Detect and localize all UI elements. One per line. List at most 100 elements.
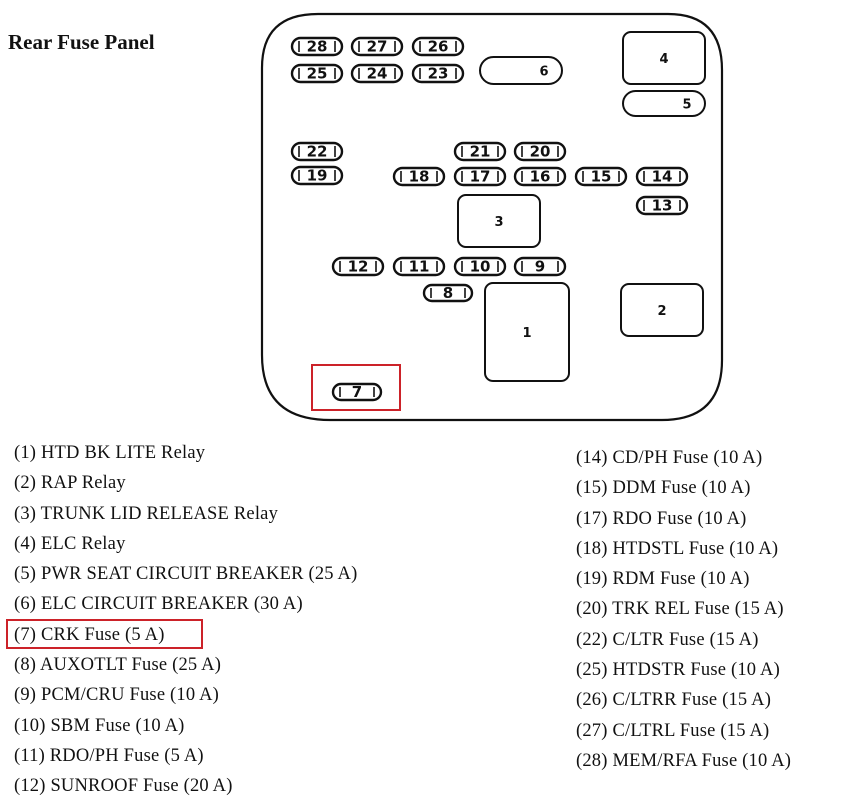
fuse-20-outline (513, 141, 567, 162)
fuse-9: 9 (513, 256, 567, 277)
legend-item-12: (12) SUNROOF Fuse (20 A) (14, 776, 233, 797)
fuse-21: 21 (453, 141, 507, 162)
legend-item-28: (28) MEM/RFA Fuse (10 A) (576, 750, 792, 771)
relay-4-label: 4 (659, 52, 668, 67)
fuse-7: 7 (331, 382, 383, 402)
fuse-19-label: 19 (307, 167, 328, 185)
fuse-16-outline (513, 166, 567, 187)
breaker-6-label: 6 (539, 65, 548, 80)
fuse-7-highlight (311, 364, 401, 411)
legend-item-7: (7) CRK Fuse (5 A) (14, 624, 165, 645)
legend-item-3: (3) TRUNK LID RELEASE Relay (14, 503, 279, 524)
fuse-15-label: 15 (591, 168, 612, 186)
legend-item-15: (15) DDM Fuse (10 A) (576, 478, 751, 499)
fuse-23-outline (411, 63, 465, 84)
fuse-26-outline (411, 36, 465, 57)
fuse-15: 15 (574, 166, 628, 187)
breaker-5: 5 (622, 90, 706, 117)
fuse-8: 8 (422, 283, 474, 303)
legend-item-4: (4) ELC Relay (14, 533, 126, 554)
legend-item-8: (8) AUXOTLT Fuse (25 A) (14, 655, 222, 676)
fuse-11-outline (392, 256, 446, 277)
breaker-6-outline (479, 56, 563, 85)
relay-4-outline (622, 31, 706, 85)
legend-item-10: (10) SBM Fuse (10 A) (14, 715, 185, 736)
fuse-7-label: 7 (352, 383, 362, 401)
fuse-22: 22 (290, 141, 344, 162)
relay-2: 2 (620, 283, 704, 337)
relay-1: 1 (484, 282, 570, 382)
fuse-20: 20 (513, 141, 567, 162)
fuse-14-outline (635, 166, 689, 187)
fuse-24-outline (350, 63, 404, 84)
fuse-9-label: 9 (535, 258, 545, 276)
fuse-12-outline (331, 256, 385, 277)
fuse-22-outline (290, 141, 344, 162)
panel-outline (260, 12, 724, 422)
fuse-25-outline (290, 63, 344, 84)
relay-2-outline (620, 283, 704, 337)
fuse-17: 17 (453, 166, 507, 187)
fuse-27: 27 (350, 36, 404, 57)
legend-item-26: (26) C/LTRR Fuse (15 A) (576, 690, 772, 711)
fuse-18-label: 18 (409, 168, 430, 186)
legend-item-20: (20) TRK REL Fuse (15 A) (576, 599, 784, 620)
relay-1-label: 1 (522, 326, 531, 341)
legend-item-2: (2) RAP Relay (14, 473, 126, 494)
fuse-21-outline (453, 141, 507, 162)
fuse-23: 23 (411, 63, 465, 84)
legend-item-25: (25) HTDSTR Fuse (10 A) (576, 660, 780, 681)
fuse-19-outline (290, 165, 344, 186)
fuse-10-outline (453, 256, 507, 277)
legend-item-9: (9) PCM/CRU Fuse (10 A) (14, 685, 220, 706)
legend-item-19: (19) RDM Fuse (10 A) (576, 569, 750, 590)
fuse-13-outline (635, 195, 689, 216)
breaker-6: 6 (479, 56, 563, 85)
fuse-15-outline (574, 166, 628, 187)
fuse-9-outline (513, 256, 567, 277)
fuse-7-outline (331, 382, 383, 402)
relay-3-label: 3 (494, 215, 503, 230)
fuse-28-label: 28 (307, 38, 328, 56)
fuse-24: 24 (350, 63, 404, 84)
legend-item-6: (6) ELC CIRCUIT BREAKER (30 A) (14, 594, 303, 615)
fuse-17-outline (453, 166, 507, 187)
fuse-16-label: 16 (530, 168, 551, 186)
fuse-13: 13 (635, 195, 689, 216)
legend-left-list: (1) HTD BK LITE Relay (2) RAP Relay (3) … (14, 438, 357, 802)
fuse-27-outline (350, 36, 404, 57)
fuse-10-label: 10 (470, 258, 491, 276)
relay-4: 4 (622, 31, 706, 85)
fuse-26-label: 26 (428, 38, 449, 56)
legend-item-5: (5) PWR SEAT CIRCUIT BREAKER (25 A) (14, 564, 358, 585)
breaker-5-outline (622, 90, 706, 117)
fuse-28: 28 (290, 36, 344, 57)
fuse-20-label: 20 (530, 143, 551, 161)
legend-item-22: (22) C/LTR Fuse (15 A) (576, 629, 759, 650)
legend-item-11: (11) RDO/PH Fuse (5 A) (14, 745, 204, 766)
relay-1-outline (484, 282, 570, 382)
legend-item-14: (14) CD/PH Fuse (10 A) (576, 448, 763, 468)
relay-2-label: 2 (657, 304, 666, 319)
fuse-28-outline (290, 36, 344, 57)
fuse-27-label: 27 (367, 38, 388, 56)
relay-3: 3 (457, 194, 541, 248)
fuse-19: 19 (290, 165, 344, 186)
legend-item-7-highlight (6, 619, 203, 649)
legend-right-list: (14) CD/PH Fuse (10 A) (15) DDM Fuse (10… (576, 443, 791, 776)
fuse-12: 12 (331, 256, 385, 277)
fuse-10: 10 (453, 256, 507, 277)
breaker-5-label: 5 (682, 98, 691, 113)
fuse-8-outline (422, 283, 474, 303)
fuse-18: 18 (392, 166, 446, 187)
fuse-22-label: 22 (307, 143, 328, 161)
fuse-25-label: 25 (307, 65, 328, 83)
fuse-11: 11 (392, 256, 446, 277)
fuse-24-label: 24 (367, 65, 388, 83)
legend-item-1: (1) HTD BK LITE Relay (14, 443, 206, 463)
legend-item-17: (17) RDO Fuse (10 A) (576, 508, 747, 529)
fuse-18-outline (392, 166, 446, 187)
fuse-17-label: 17 (470, 168, 491, 186)
fuse-8-label: 8 (443, 284, 453, 302)
